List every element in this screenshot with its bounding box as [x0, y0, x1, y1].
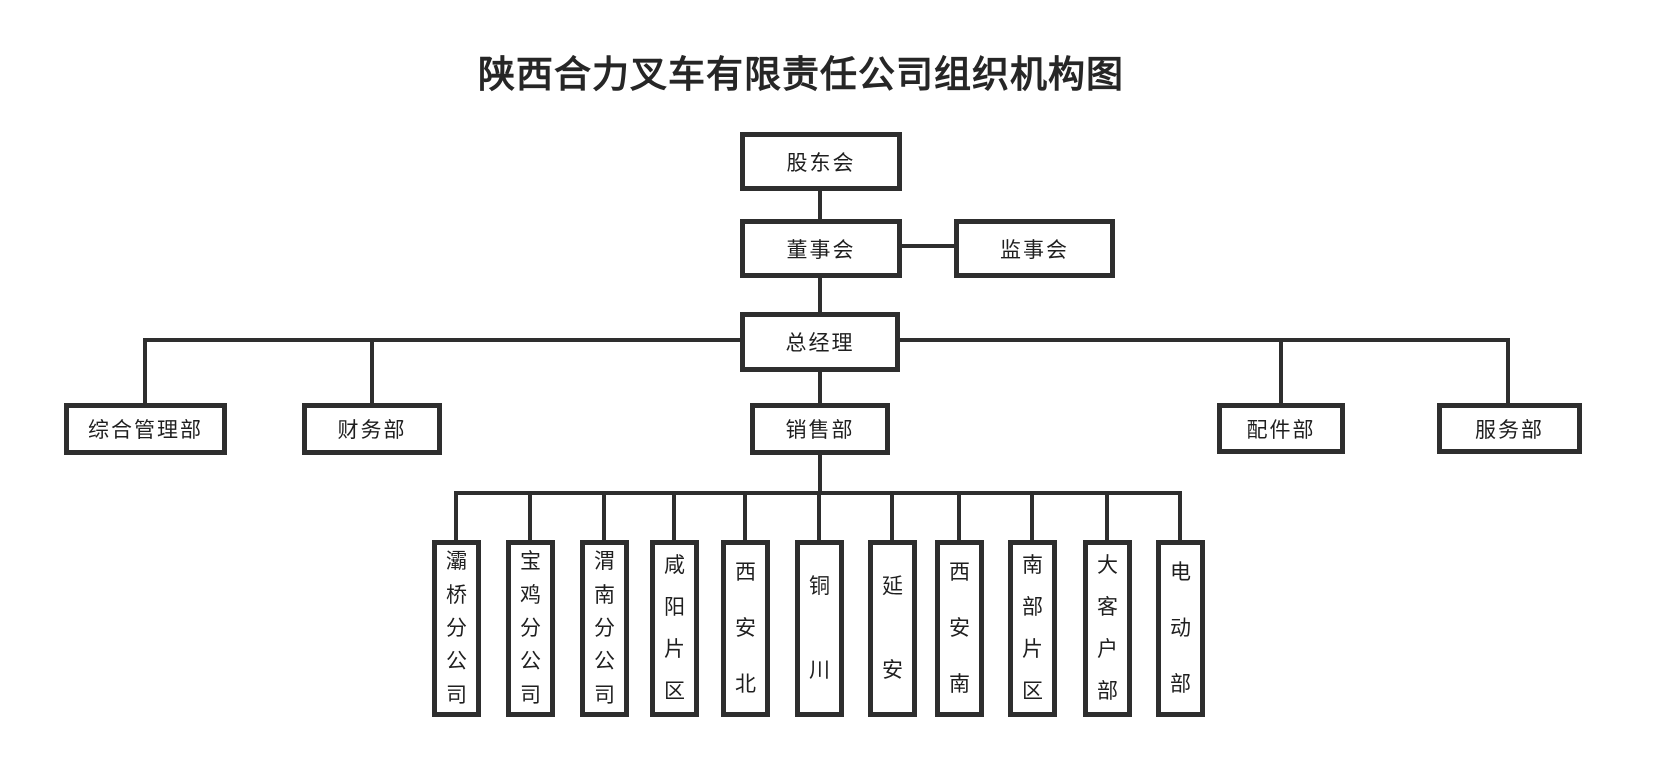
- node-unit-xian-north: 西安北: [721, 540, 770, 717]
- node-unit-baqiao-branch: 灞桥分公司: [432, 540, 481, 717]
- connector-drop-xianyang: [672, 491, 676, 543]
- node-unit-xian-south: 西安南: [935, 540, 984, 717]
- chart-title: 陕西合力叉车有限责任公司组织机构图: [478, 54, 1124, 95]
- node-label: 南部片区: [1022, 553, 1043, 703]
- node-dept-finance: 财务部: [302, 403, 442, 455]
- connector-drop-baoji: [528, 491, 532, 543]
- node-label: 配件部: [1246, 417, 1316, 442]
- node-supervisory-board: 监事会: [954, 219, 1115, 278]
- connector-drop-south-district: [1030, 491, 1034, 543]
- connector-drop-tongchuan: [817, 491, 821, 543]
- node-label: 电动部: [1170, 560, 1191, 696]
- connector-drop-baqiao: [454, 491, 458, 543]
- connector-drop-electric: [1178, 491, 1182, 543]
- node-label: 综合管理部: [88, 418, 203, 442]
- connector-shareholders-board: [818, 188, 822, 223]
- node-label: 铜川: [809, 574, 830, 682]
- node-unit-xianyang-district: 咸阳片区: [650, 540, 699, 717]
- node-label: 西安南: [949, 560, 970, 696]
- node-label: 销售部: [785, 418, 855, 442]
- node-unit-tongchuan: 铜川: [795, 540, 844, 717]
- node-label: 宝鸡分公司: [520, 549, 541, 707]
- node-label: 财务部: [337, 418, 407, 442]
- node-general-manager: 总经理: [740, 312, 900, 372]
- connector-sales-bus-stem: [818, 452, 822, 495]
- connector-gm-sales: [818, 369, 822, 406]
- node-label: 董事会: [786, 237, 856, 262]
- connector-drop-weinan: [602, 491, 606, 543]
- node-label: 监事会: [1000, 237, 1069, 262]
- connector-board-supervisory: [898, 244, 958, 248]
- connector-drop-general-management: [143, 338, 147, 407]
- node-label: 大客户部: [1097, 553, 1118, 703]
- node-board-of-directors: 董事会: [740, 219, 902, 278]
- node-unit-key-accounts: 大客户部: [1083, 540, 1132, 717]
- connector-drop-xian-south: [957, 491, 961, 543]
- connector-drop-key-accounts: [1105, 491, 1109, 543]
- node-unit-yanan: 延安: [868, 540, 917, 717]
- node-label: 股东会: [786, 150, 856, 175]
- node-label: 灞桥分公司: [446, 549, 467, 707]
- node-dept-parts: 配件部: [1217, 403, 1345, 454]
- node-shareholders: 股东会: [740, 132, 902, 191]
- connector-drop-finance: [370, 338, 374, 407]
- node-dept-service: 服务部: [1437, 403, 1582, 454]
- connector-drop-parts: [1279, 338, 1283, 407]
- node-label: 咸阳片区: [664, 553, 685, 703]
- node-unit-south-district: 南部片区: [1008, 540, 1057, 717]
- node-unit-weinan-branch: 渭南分公司: [580, 540, 629, 717]
- node-label: 服务部: [1475, 417, 1544, 442]
- connector-drop-service: [1506, 338, 1510, 407]
- node-label: 总经理: [785, 331, 855, 355]
- node-label: 西安北: [735, 560, 756, 696]
- node-label: 渭南分公司: [594, 549, 615, 707]
- node-label: 延安: [882, 574, 903, 682]
- connector-board-gm: [818, 275, 822, 315]
- connector-drop-xian-north: [743, 491, 747, 543]
- connector-drop-yanan: [890, 491, 894, 543]
- node-unit-electric: 电动部: [1156, 540, 1205, 717]
- node-unit-baoji-branch: 宝鸡分公司: [506, 540, 555, 717]
- node-dept-general-management: 综合管理部: [64, 403, 227, 455]
- node-dept-sales: 销售部: [750, 403, 890, 455]
